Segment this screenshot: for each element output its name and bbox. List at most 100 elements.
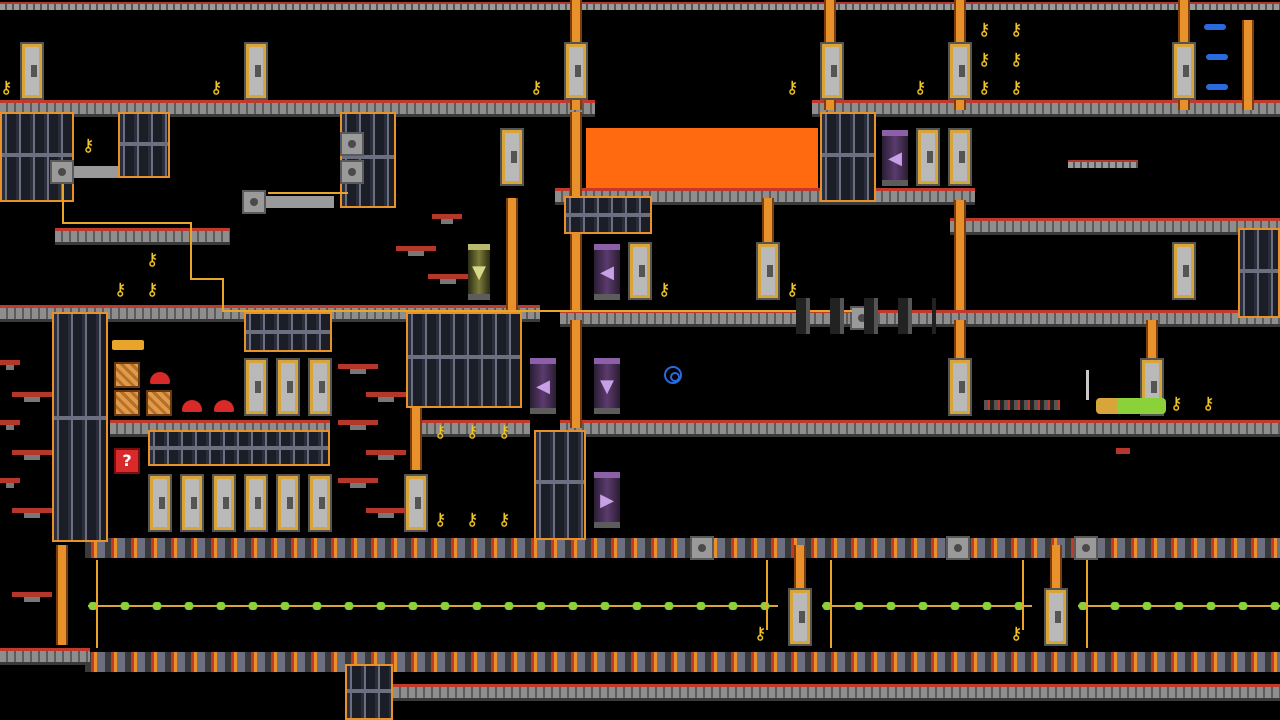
- key-icon[interactable]: ⚷: [466, 510, 479, 530]
- cage-wall: [534, 430, 586, 540]
- cage-wall: [406, 312, 522, 408]
- key-icon[interactable]: ⚷: [114, 280, 127, 300]
- cage-wall: [564, 196, 652, 234]
- key-icon[interactable]: ⚷: [146, 250, 159, 270]
- slime-bead-row-mid: [822, 602, 1032, 610]
- cage-wall: [118, 112, 170, 178]
- red-helmet-enemy[interactable]: [214, 400, 234, 412]
- door[interactable]: [308, 358, 332, 416]
- key-icon[interactable]: ⚷: [434, 422, 447, 442]
- key-icon[interactable]: ⚷: [1010, 624, 1023, 644]
- wooden-crate[interactable]: [114, 362, 140, 388]
- key-icon[interactable]: ⚷: [1170, 394, 1183, 414]
- door[interactable]: [404, 474, 428, 532]
- switch-block[interactable]: [946, 536, 970, 560]
- lava-pool: [586, 128, 818, 190]
- key-icon[interactable]: ⚷: [1010, 78, 1023, 98]
- wooden-crate[interactable]: [114, 390, 140, 416]
- piston-bar: [74, 166, 118, 178]
- switch-block[interactable]: [340, 160, 364, 184]
- key-icon[interactable]: ⚷: [754, 624, 767, 644]
- door[interactable]: [788, 588, 812, 646]
- key-icon[interactable]: ⚷: [1202, 394, 1215, 414]
- door[interactable]: [148, 474, 172, 532]
- arrow-left-icon[interactable]: ◀: [594, 244, 620, 300]
- key-icon[interactable]: ⚷: [978, 78, 991, 98]
- door[interactable]: [276, 358, 300, 416]
- arrow-right-icon[interactable]: ▶: [594, 472, 620, 528]
- door[interactable]: [244, 358, 268, 416]
- wire: [268, 192, 348, 194]
- wooden-crate[interactable]: [146, 390, 172, 416]
- water-drip: [1204, 24, 1226, 30]
- key-icon[interactable]: ⚷: [978, 50, 991, 70]
- key-icon[interactable]: ⚷: [1010, 20, 1023, 40]
- switch-block[interactable]: [50, 160, 74, 184]
- mystery-block[interactable]: ?: [114, 448, 140, 474]
- key-icon[interactable]: ⚷: [466, 422, 479, 442]
- key-icon[interactable]: ⚷: [0, 78, 13, 98]
- arrow-left-icon[interactable]: ◀: [530, 358, 556, 414]
- door[interactable]: [1172, 242, 1196, 300]
- water-drip: [1206, 84, 1228, 90]
- wire: [222, 278, 224, 312]
- door[interactable]: [212, 474, 236, 532]
- door[interactable]: [244, 42, 268, 100]
- key-icon[interactable]: ⚷: [1010, 50, 1023, 70]
- water-drip: [1206, 54, 1228, 60]
- switch-block[interactable]: [340, 132, 364, 156]
- door[interactable]: [756, 242, 780, 300]
- switch-block[interactable]: [1074, 536, 1098, 560]
- piston-bar: [266, 196, 334, 208]
- door[interactable]: [628, 242, 652, 300]
- door[interactable]: [916, 128, 940, 186]
- turret-enemy[interactable]: [984, 400, 1060, 410]
- door[interactable]: [276, 474, 300, 532]
- door[interactable]: [20, 42, 44, 100]
- door[interactable]: [948, 128, 972, 186]
- key-icon[interactable]: ⚷: [978, 20, 991, 40]
- key-icon[interactable]: ⚷: [498, 510, 511, 530]
- key-icon[interactable]: ⚷: [914, 78, 927, 98]
- key-icon[interactable]: ⚷: [786, 280, 799, 300]
- key-icon[interactable]: ⚷: [530, 78, 543, 98]
- switch-block[interactable]: [242, 190, 266, 214]
- arrow-left-icon[interactable]: ◀: [882, 130, 908, 186]
- key-icon[interactable]: ⚷: [786, 78, 799, 98]
- key-icon[interactable]: ⚷: [146, 280, 159, 300]
- switch-block[interactable]: [690, 536, 714, 560]
- wire: [1086, 560, 1088, 648]
- sword[interactable]: [1086, 370, 1089, 400]
- floating-ledge: [0, 420, 20, 430]
- key-icon[interactable]: ⚷: [82, 136, 95, 156]
- arrow-down-icon[interactable]: ▼: [594, 358, 620, 414]
- floating-ledge: [12, 592, 52, 602]
- red-helmet-enemy[interactable]: [182, 400, 202, 412]
- pillar: [762, 198, 774, 244]
- wire: [222, 310, 852, 312]
- door[interactable]: [820, 42, 844, 100]
- arrow-down-icon[interactable]: ▼: [468, 244, 490, 300]
- key-icon[interactable]: ⚷: [434, 510, 447, 530]
- door[interactable]: [308, 474, 332, 532]
- pistol-icon[interactable]: [112, 340, 144, 350]
- floating-ledge: [338, 420, 378, 430]
- door[interactable]: [948, 42, 972, 100]
- key-icon[interactable]: ⚷: [210, 78, 223, 98]
- key-icon[interactable]: ⚷: [658, 280, 671, 300]
- floating-ledge: [366, 450, 406, 460]
- player-character[interactable]: [1096, 398, 1166, 414]
- door[interactable]: [244, 474, 268, 532]
- pillar: [410, 400, 422, 470]
- cage-wall: [52, 312, 108, 542]
- key-icon[interactable]: ⚷: [498, 422, 511, 442]
- door[interactable]: [948, 358, 972, 416]
- door[interactable]: [564, 42, 588, 100]
- red-helmet-enemy[interactable]: [150, 372, 170, 384]
- door[interactable]: [180, 474, 204, 532]
- door[interactable]: [1172, 42, 1196, 100]
- door[interactable]: [500, 128, 524, 186]
- cage-wall: [820, 112, 876, 202]
- door[interactable]: [1044, 588, 1068, 646]
- swirl-portal-icon[interactable]: [664, 366, 682, 384]
